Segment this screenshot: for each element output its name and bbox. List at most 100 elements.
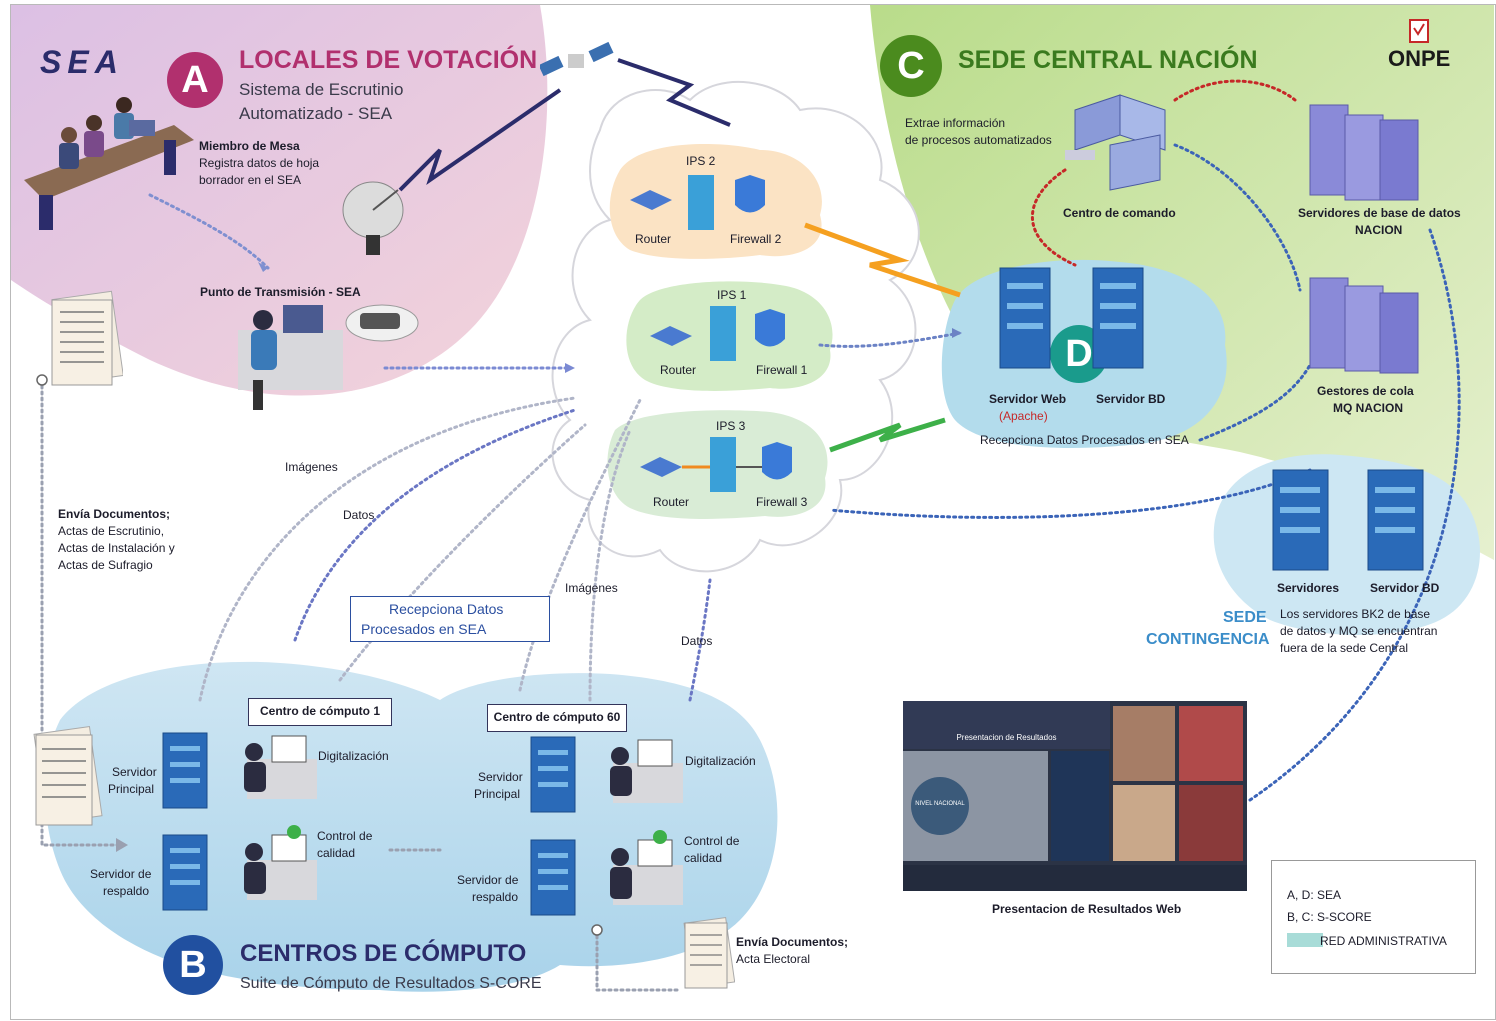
ips3-title: IPS 3	[716, 419, 746, 433]
cc1-control-2: calidad	[317, 846, 356, 860]
firewall-shield-icon	[755, 309, 785, 347]
cc60-respaldo-1: Servidor de	[457, 873, 519, 887]
monitor-icon	[637, 839, 673, 867]
cc1-respaldo-1: Servidor de	[90, 867, 152, 881]
satellite-link-2	[617, 58, 731, 127]
sea-web-bd-servers-icon	[999, 267, 1144, 369]
contingencia-note-1: Los servidores BK2 de base	[1280, 607, 1431, 621]
badge-a: A	[167, 52, 223, 108]
extrae-line1: Extrae información	[905, 116, 1006, 130]
lightning-orange	[804, 222, 961, 298]
cc60-control-1: Control de	[684, 834, 740, 848]
flow-label-datos-1: Datos	[343, 508, 375, 522]
section-a-title: LOCALES DE VOTACIÓN	[239, 46, 538, 74]
presentacion-banner: Presentacion de Resultados	[956, 733, 1057, 742]
cc60-title: Centro de cómputo 60	[487, 704, 627, 732]
ips3-router: Router	[653, 495, 690, 509]
ips2-blob	[609, 144, 822, 259]
envia-docs-b-title: Envía Documentos;	[736, 935, 849, 949]
badge-c: C	[880, 35, 942, 97]
server-stack-icon	[710, 306, 736, 361]
flow-recepciona-to-cc1	[338, 423, 587, 682]
firewall-shield-icon	[735, 175, 765, 213]
ips1-firewall: Firewall 1	[756, 363, 808, 377]
presentacion-caption: Presentacion de Resultados Web	[992, 902, 1182, 916]
arrowhead	[116, 838, 128, 852]
presentacion-footer	[903, 865, 1247, 891]
command-center-monitors-icon	[1065, 94, 1166, 191]
region-locales-votacion	[11, 5, 548, 396]
server-stack-icon	[688, 175, 714, 230]
presentacion-phone-1	[1051, 751, 1109, 861]
server-stack-icon	[710, 437, 736, 492]
presentacion-photo-3	[1113, 785, 1175, 861]
satellite-dish-icon	[342, 181, 404, 255]
flow-label-imagenes-1: Imágenes	[285, 460, 338, 474]
ips3-firewall: Firewall 3	[756, 495, 808, 509]
presentacion-header: Presentacion de Resultados	[903, 701, 1110, 749]
cc60-digitalizacion: Digitalización	[685, 754, 756, 768]
presentacion-nivel-circle: NIVEL NACIONAL	[911, 777, 969, 835]
envia-docs-a-line1: Actas de Escrutinio,	[58, 524, 165, 538]
region-centros-computo	[45, 661, 778, 992]
flow-imagenes-1	[198, 396, 577, 702]
ips1-router: Router	[660, 363, 697, 377]
monitor-icon	[271, 735, 307, 763]
extrae-line2: de procesos automatizados	[905, 133, 1052, 147]
contingencia-note-3: fuera de la sede Central	[1280, 641, 1409, 655]
envia-docs-a-line2: Actas de Instalación y	[58, 541, 175, 555]
recepciona-box-line1: Recepciona Datos	[389, 601, 504, 617]
cc1-principal-2: Principal	[108, 782, 155, 796]
cc1-digitalizacion: Digitalización	[318, 749, 389, 763]
arrowhead	[952, 328, 962, 338]
legend-row2: B, C: S-SCORE	[1287, 910, 1372, 924]
cc1-server-principal-icon	[162, 732, 208, 809]
flow-docs-b	[595, 928, 682, 992]
presentacion-web-screenshot: Presentacion de Resultados NIVEL NACIONA…	[903, 701, 1247, 891]
cc-actas-documents-icon	[33, 725, 103, 826]
arrowhead	[565, 363, 575, 373]
section-a-subtitle-2: Automatizado - SEA	[239, 104, 393, 123]
section-b-subtitle: Suite de Cómputo de Resultados S-CORE	[240, 975, 542, 992]
monitor-icon	[637, 739, 673, 767]
section-c-title: SEDE CENTRAL NACIÓN	[958, 46, 1258, 74]
db-servers-label-2: NACION	[1355, 223, 1403, 237]
cc1-control-workstation	[244, 825, 317, 900]
arrowhead	[258, 262, 268, 272]
sea-logo: SEA	[40, 44, 124, 80]
section-b-title: CENTROS DE CÓMPUTO	[240, 940, 527, 967]
miembro-mesa-illustration	[24, 97, 194, 230]
db-servers-nacion-icon	[1309, 104, 1419, 201]
cc60-respaldo-2: respaldo	[472, 890, 519, 904]
ips2-devices	[630, 175, 765, 230]
mq-servers-icon	[1309, 277, 1419, 374]
cc1-digitalizacion-workstation	[244, 735, 317, 799]
ips2-router: Router	[635, 232, 672, 246]
cc60-principal-2: Principal	[474, 787, 521, 801]
cc60-server-principal-icon	[530, 736, 576, 813]
presentacion-photo-2	[1179, 706, 1243, 781]
flow-datos-2	[518, 398, 642, 692]
servidor-bd-label: Servidor BD	[1096, 392, 1166, 406]
acta-electoral-icon	[683, 916, 735, 989]
flow-label-imagenes-2: Imágenes	[565, 581, 618, 595]
firewall-shield-icon	[762, 442, 792, 480]
cc60-digitalizacion-workstation	[610, 739, 683, 803]
cc60-principal-1: Servidor	[478, 770, 523, 784]
miembro-title: Miembro de Mesa	[199, 139, 300, 153]
router-icon	[640, 457, 682, 477]
section-a-subtitle-1: Sistema de Escrutinio	[239, 80, 404, 99]
envia-docs-a-title: Envía Documentos;	[58, 507, 171, 521]
recepciona-box-line2: Procesados en SEA	[361, 621, 487, 637]
router-icon	[650, 326, 692, 346]
badge-b: B	[163, 935, 223, 995]
envia-docs-a-line3: Actas de Sufragio	[58, 558, 153, 572]
presentacion-nivel: NIVEL NACIONAL	[915, 801, 965, 807]
sede-contingencia-1: SEDE	[1223, 609, 1267, 626]
flow-docs-a-left	[40, 378, 122, 847]
contingencia-servidores: Servidores	[1277, 581, 1340, 595]
miembro-line1: Registra datos de hoja	[199, 156, 320, 170]
flow-ips1-to-d	[818, 331, 962, 348]
check-icon	[653, 830, 667, 844]
